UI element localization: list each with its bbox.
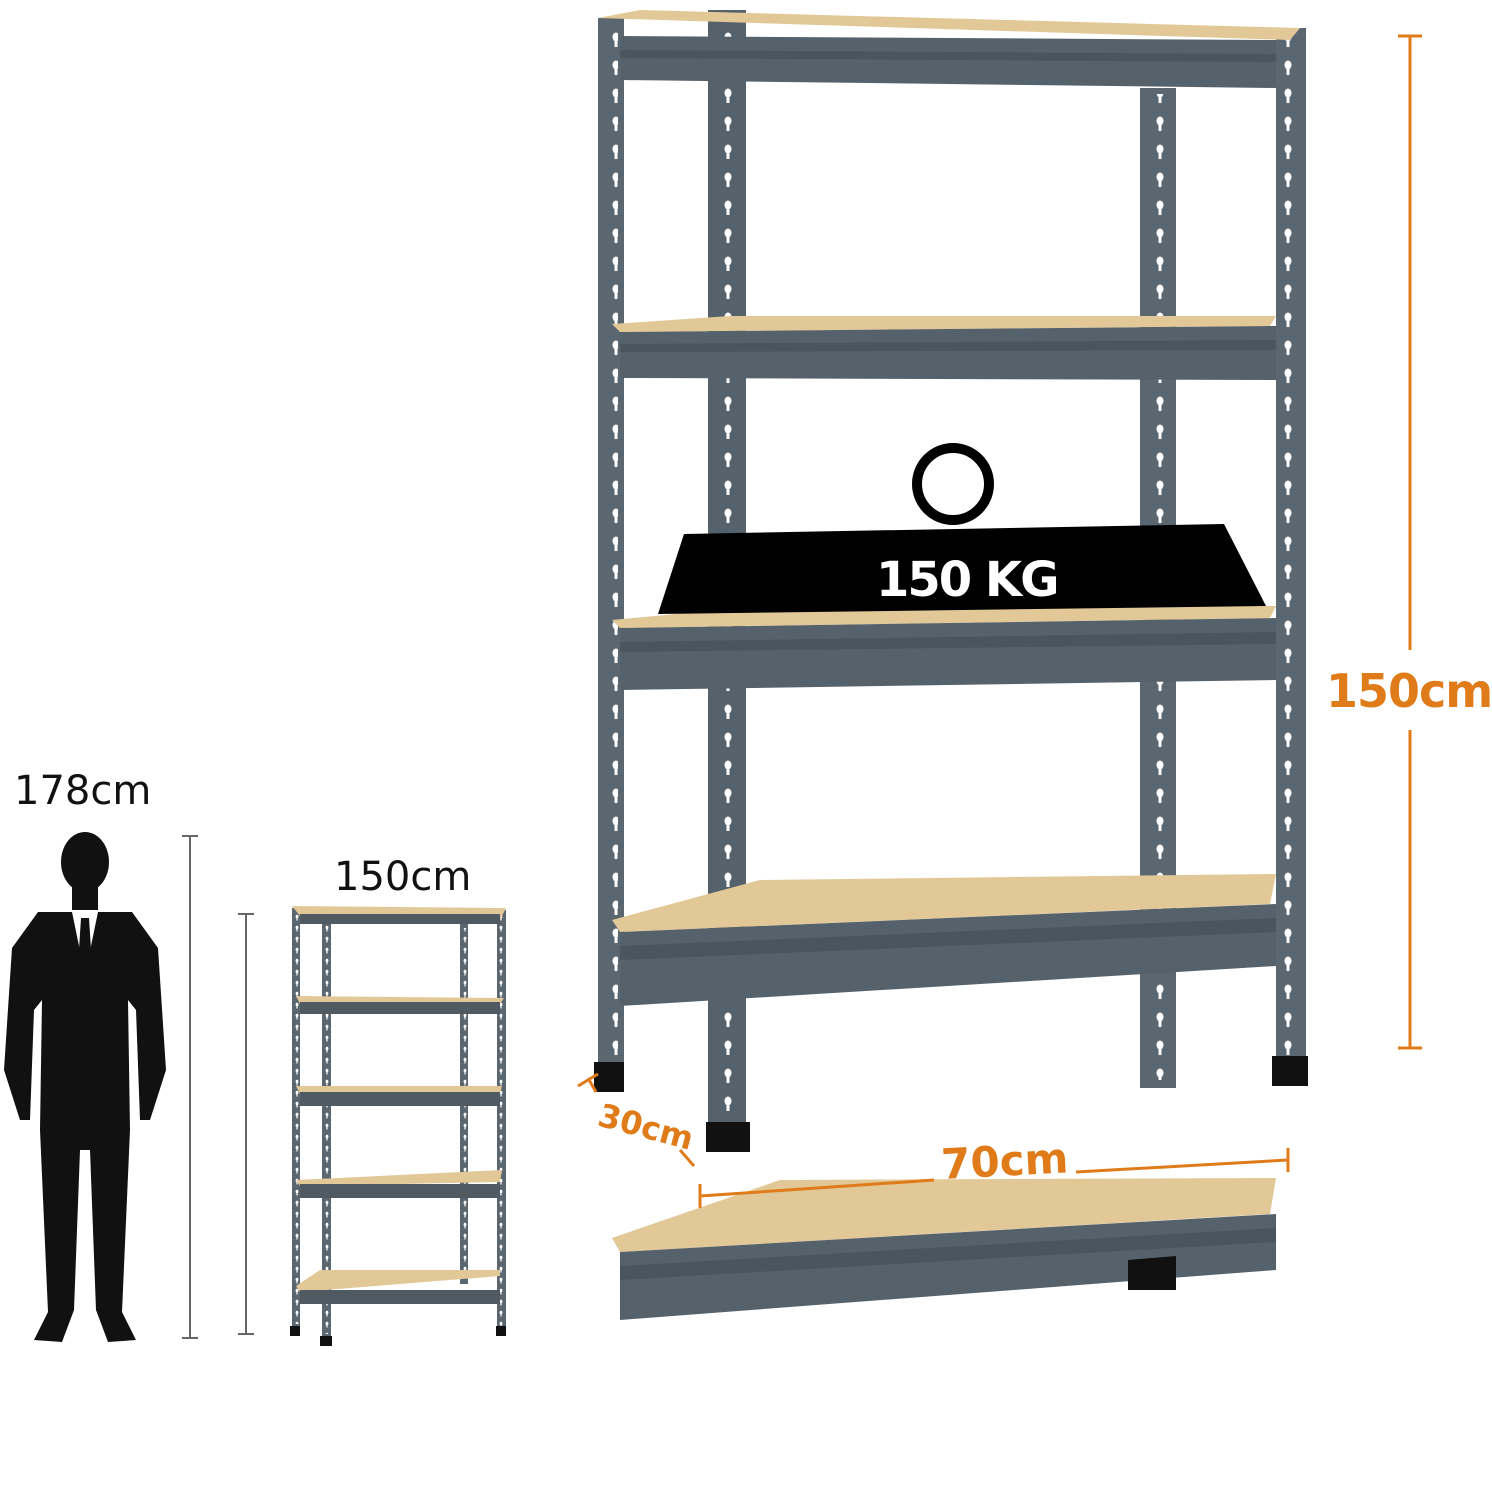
main-height-line bbox=[1398, 34, 1422, 1050]
small-shelf-boards bbox=[292, 906, 506, 1304]
small-shelf-height-line bbox=[238, 913, 254, 1335]
foot-front-left bbox=[706, 1122, 750, 1152]
person-height-label: 178cm bbox=[14, 768, 152, 814]
load-capacity-label: 150 KG bbox=[876, 552, 1059, 608]
foot-back-left bbox=[594, 1062, 624, 1092]
shelf-level-1 bbox=[598, 10, 1300, 88]
person-height-line bbox=[182, 835, 198, 1339]
main-height-label: 150cm bbox=[1326, 664, 1492, 718]
shelf-level-3 bbox=[612, 606, 1276, 690]
shelf-level-4 bbox=[612, 874, 1276, 1006]
main-shelf bbox=[594, 10, 1308, 1320]
weight-icon bbox=[658, 443, 1266, 614]
small-shelf-height-label: 150cm bbox=[334, 854, 472, 900]
person-silhouette-icon bbox=[4, 832, 166, 1342]
shelf-level-5 bbox=[612, 1178, 1276, 1320]
main-width-line bbox=[698, 1148, 1290, 1208]
main-depth-line bbox=[577, 1072, 696, 1167]
foot-front-right bbox=[1272, 1056, 1308, 1086]
main-width-label: 70cm bbox=[940, 1133, 1070, 1189]
small-shelf bbox=[290, 906, 506, 1346]
shelf-level-2 bbox=[612, 316, 1276, 380]
